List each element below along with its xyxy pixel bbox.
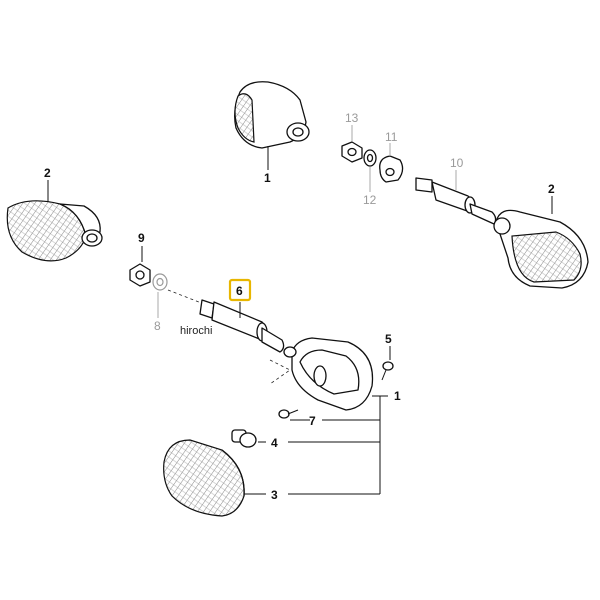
callout-13: 13 [345, 111, 359, 125]
callout-7: 7 [309, 414, 316, 428]
callout-1-right: 1 [394, 389, 401, 403]
screw-5 [381, 346, 394, 381]
turn-signal-right [493, 196, 589, 289]
callout-2-right: 2 [548, 182, 555, 196]
washer-8 [152, 273, 168, 318]
washer-12 [363, 149, 377, 192]
stem-6 [199, 299, 285, 353]
callout-6-highlight [228, 278, 252, 302]
screw-7 [278, 409, 310, 421]
stem-10 [415, 170, 497, 225]
callout-11: 11 [385, 130, 398, 144]
turn-signal-assembly-top [234, 81, 310, 170]
nut-9 [129, 246, 151, 287]
nut-13 [341, 125, 363, 163]
callout-8: 8 [154, 319, 161, 333]
callout-3: 3 [271, 488, 278, 502]
turn-signal-left [6, 180, 103, 262]
lens-3 [163, 439, 266, 517]
bracket-11 [379, 143, 404, 183]
callout-12: 12 [363, 193, 377, 207]
callout-10: 10 [450, 156, 464, 170]
housing-base [283, 337, 374, 411]
callout-4: 4 [271, 436, 278, 450]
callout-6: 6 [236, 284, 243, 298]
bulb-4 [231, 429, 266, 448]
callout-1-top: 1 [264, 171, 271, 185]
callout-2-left: 2 [44, 166, 51, 180]
bracket-lines [288, 395, 388, 495]
watermark-text: hirochi [180, 325, 212, 337]
callout-5: 5 [385, 332, 392, 346]
callout-9: 9 [138, 231, 145, 245]
